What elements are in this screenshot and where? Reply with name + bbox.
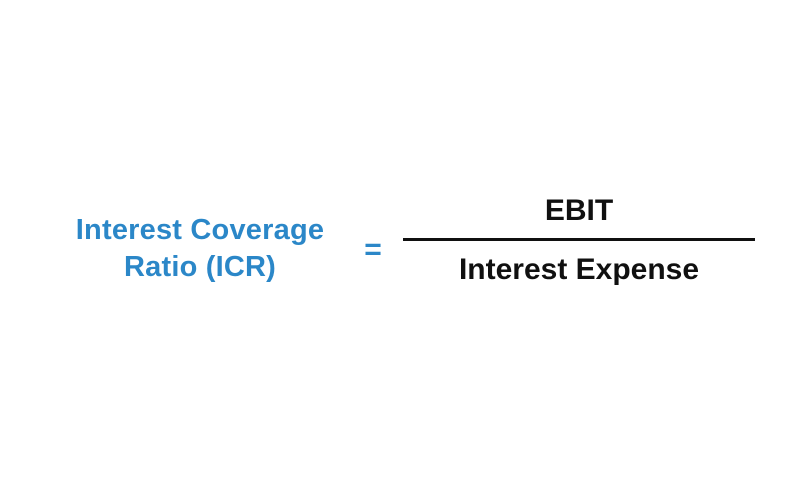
formula-label-line2: Ratio (ICR) [123,251,276,283]
fraction-denominator: Interest Expense [458,253,700,286]
fraction-numerator: EBIT [544,194,614,227]
formula-label-line1: Interest Coverage [75,214,325,246]
formula-label: Interest Coverage Ratio (ICR) [40,212,360,286]
equals-sign: = [364,233,382,266]
fraction: EBIT Interest Expense [403,192,755,290]
fraction-bar [403,238,755,241]
